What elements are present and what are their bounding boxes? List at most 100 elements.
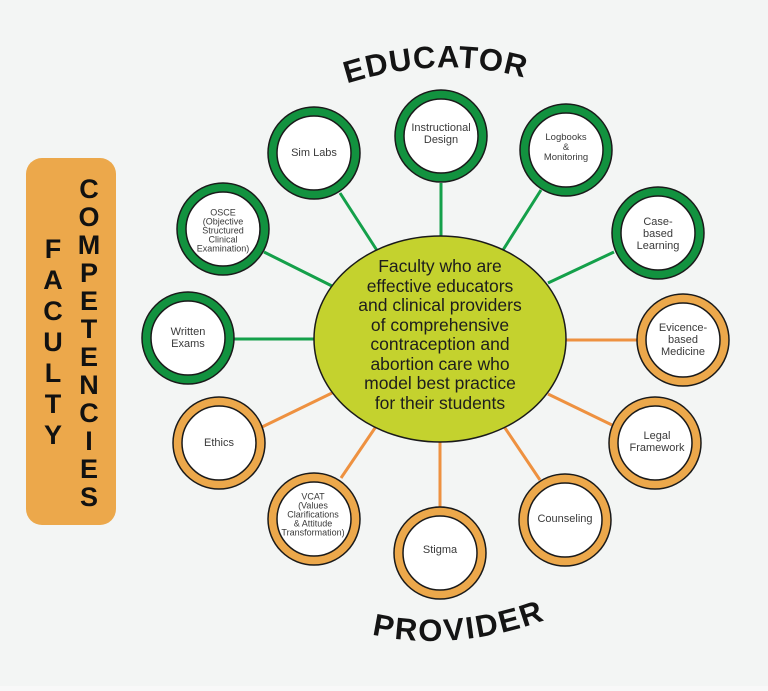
text-line: effective educators bbox=[366, 275, 514, 296]
text-line: Medicine bbox=[660, 346, 706, 358]
text-line: Faculty who are bbox=[378, 256, 502, 276]
connector-case-based bbox=[547, 250, 615, 285]
letter: E bbox=[79, 286, 98, 316]
node-stigma bbox=[393, 506, 487, 600]
text-line: model best practice bbox=[364, 373, 516, 393]
letter: E bbox=[79, 342, 98, 372]
letter: T bbox=[80, 314, 98, 344]
label-logbooks-monitoring: Logbooks&Monitoring bbox=[544, 133, 588, 163]
provider-rings bbox=[172, 293, 730, 600]
node-instructional-design bbox=[394, 89, 488, 183]
text-line: & bbox=[562, 142, 570, 153]
letter: P bbox=[79, 258, 98, 288]
text-line: Counseling bbox=[537, 513, 593, 525]
text-line: Framework bbox=[629, 442, 685, 454]
text-line: Stigma bbox=[422, 544, 458, 556]
node-ethics bbox=[172, 396, 266, 490]
text-line: Clarifications bbox=[287, 509, 339, 520]
text-line: Sim Labs bbox=[291, 147, 337, 159]
center-ellipse bbox=[313, 235, 567, 443]
text-line: Design bbox=[423, 134, 459, 146]
provider-title: PROVIDER bbox=[370, 593, 548, 648]
node-case-based-learning bbox=[611, 186, 705, 280]
connector-ethics bbox=[261, 391, 333, 429]
letter: Y bbox=[43, 420, 62, 450]
label-counseling: Counseling bbox=[537, 513, 592, 525]
faculty-competencies-box bbox=[26, 158, 116, 525]
letter: T bbox=[44, 389, 62, 419]
letter: E bbox=[79, 454, 98, 484]
educator-title: EDUCATOR bbox=[339, 39, 531, 90]
text-line: Ethics bbox=[204, 437, 234, 449]
text-line: Written bbox=[170, 326, 206, 338]
text-line: and clinical providers bbox=[358, 295, 522, 315]
node-osce bbox=[176, 182, 270, 276]
text-line: Legal bbox=[643, 430, 671, 442]
text-line: contraception and bbox=[370, 334, 510, 354]
text-line: of comprehensive bbox=[370, 314, 510, 335]
text-line: Structured bbox=[202, 225, 244, 236]
connector-sim-labs bbox=[338, 192, 380, 253]
node-logbooks-monitoring bbox=[519, 103, 613, 197]
text-line: Case- bbox=[643, 216, 673, 228]
provider-connectors bbox=[261, 338, 638, 507]
connector-osce bbox=[263, 250, 333, 288]
connector-legal bbox=[547, 392, 613, 427]
letter: L bbox=[44, 358, 62, 388]
text-line: abortion care who bbox=[370, 353, 510, 374]
letter: F bbox=[44, 234, 62, 264]
letter: C bbox=[43, 296, 63, 326]
text-line: OSCE bbox=[210, 207, 236, 218]
text-line: Evicence- bbox=[658, 322, 708, 334]
node-evidence-based-medicine bbox=[636, 293, 730, 387]
text-line: Learning bbox=[636, 240, 680, 252]
text-line: VCAT bbox=[301, 491, 325, 502]
node-written-exams bbox=[141, 291, 235, 385]
connector-logbooks bbox=[501, 189, 543, 251]
text-line: Exams bbox=[171, 338, 205, 350]
text-line: & Attitude bbox=[293, 518, 333, 529]
node-sim-labs bbox=[267, 106, 361, 200]
bottom-edge bbox=[0, 686, 768, 691]
letter: N bbox=[79, 370, 99, 400]
text-line: based bbox=[643, 228, 673, 240]
label-ethics: Ethics bbox=[204, 437, 234, 449]
letter: A bbox=[43, 265, 63, 295]
label-stigma: Stigma bbox=[423, 544, 457, 556]
text-line: Examination) bbox=[196, 243, 250, 254]
node-legal-framework bbox=[608, 396, 702, 490]
letter: S bbox=[79, 482, 98, 512]
text-line: (Values bbox=[298, 500, 328, 511]
letter: I bbox=[85, 426, 93, 456]
text-line: Logbooks bbox=[545, 132, 587, 143]
label-sim-labs: Sim Labs bbox=[291, 147, 337, 159]
educator-connectors bbox=[234, 183, 615, 341]
text-line: based bbox=[668, 334, 698, 346]
text-line: Clinical bbox=[208, 234, 238, 245]
educator-rings bbox=[141, 89, 705, 385]
node-counseling bbox=[518, 473, 612, 567]
text-line: (Objective bbox=[202, 216, 244, 227]
text-line: Instructional bbox=[411, 122, 471, 134]
letter: C bbox=[79, 174, 99, 204]
connector-counseling bbox=[501, 424, 542, 481]
letter: M bbox=[77, 230, 101, 260]
connector-vcat bbox=[339, 424, 379, 479]
letter: U bbox=[43, 327, 63, 357]
letter: O bbox=[78, 202, 100, 232]
text-line: Transformation) bbox=[281, 527, 345, 538]
text-line: Monitoring bbox=[543, 152, 589, 163]
node-vcat bbox=[267, 472, 361, 566]
letter: C bbox=[79, 398, 99, 428]
